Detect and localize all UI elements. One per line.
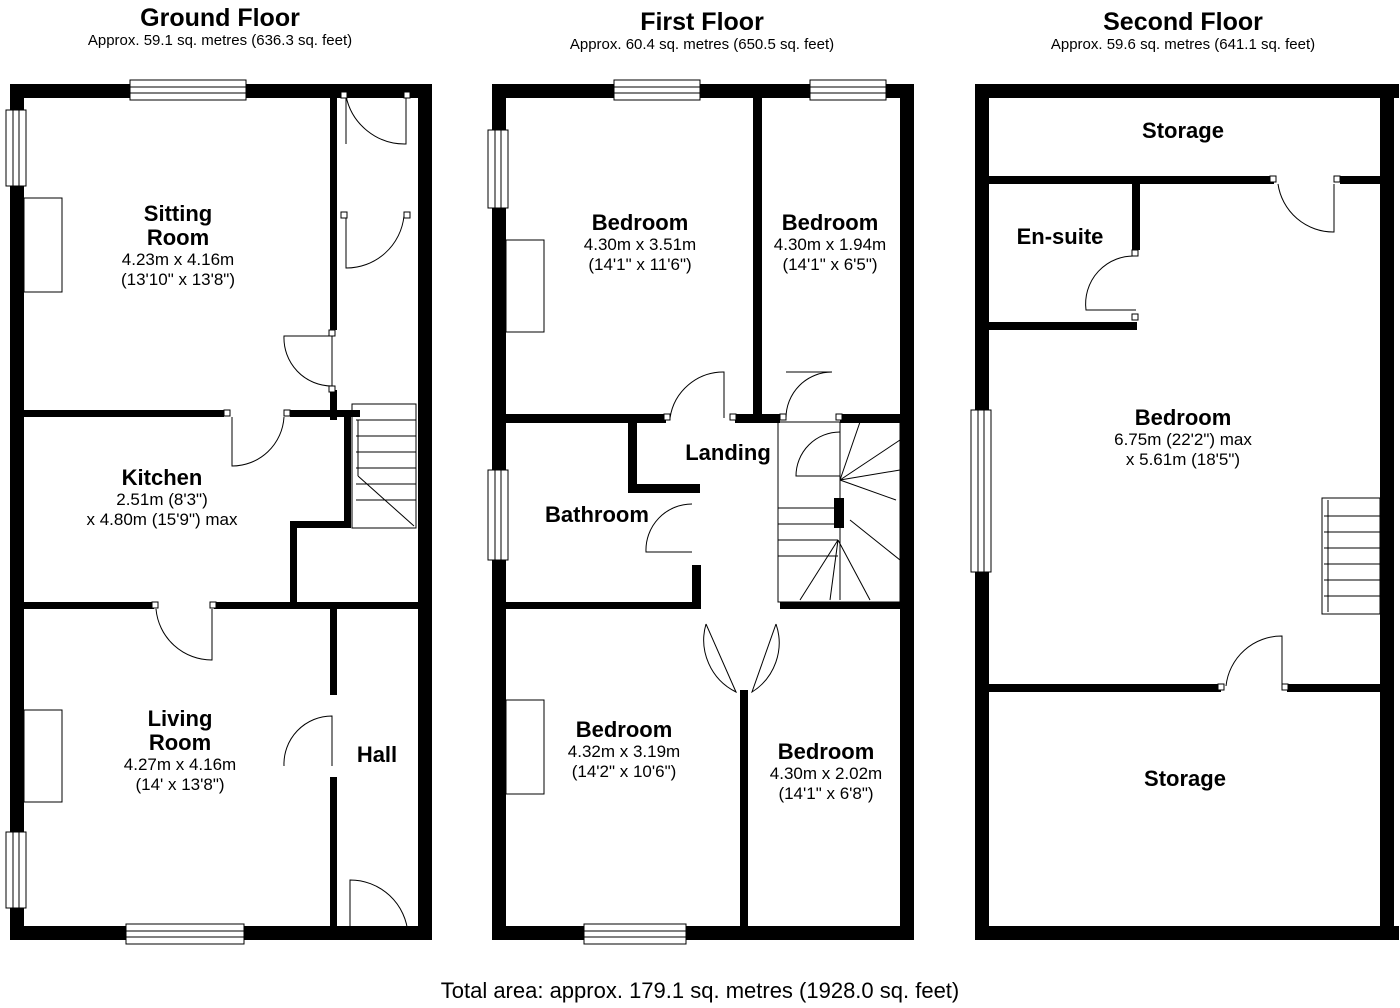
window-icon — [487, 129, 509, 209]
room-name: En-suite — [1016, 224, 1104, 249]
room-dimensions: 4.30m x 2.02m — [769, 764, 883, 783]
door-swing-arcs — [155, 95, 1335, 935]
room-label-sitting-room: Sitting Room 4.23m x 4.16m (13'10" x 13'… — [78, 202, 278, 290]
room-dimensions: (14'1" x 6'8") — [778, 784, 874, 803]
room-label-storage-bottom: Storage — [1102, 767, 1268, 791]
ground-floor-heading: Ground Floor Approx. 59.1 sq. metres (63… — [40, 4, 400, 50]
first-floor-heading: First Floor Approx. 60.4 sq. metres (650… — [522, 8, 882, 54]
room-dimensions: (13'10" x 13'8") — [120, 270, 235, 289]
room-label-bedroom-4: Bedroom 4.30m x 2.02m (14'1" x 6'8") — [754, 740, 898, 804]
room-name: Storage — [1144, 766, 1226, 791]
window-icon — [129, 79, 247, 101]
room-dimensions: 2.51m (8'3") — [116, 490, 208, 509]
room-name: Bedroom — [781, 210, 879, 235]
window-icon — [613, 79, 701, 101]
room-dimensions: (14'2" x 10'6") — [571, 762, 677, 781]
room-label-bedroom-1: Bedroom 4.30m x 3.51m (14'1" x 11'6") — [540, 211, 740, 275]
room-dimensions: 4.30m x 1.94m — [773, 235, 887, 254]
room-name: Bedroom — [777, 739, 875, 764]
room-dimensions: x 4.80m (15'9") max — [86, 510, 238, 529]
room-label-en-suite: En-suite — [996, 225, 1124, 249]
total-area-caption: Total area: approx. 179.1 sq. metres (19… — [440, 978, 960, 1003]
floor-area: Approx. 60.4 sq. metres (650.5 sq. feet) — [569, 36, 835, 53]
second-floor-heading: Second Floor Approx. 59.6 sq. metres (64… — [1003, 8, 1363, 54]
chimney-breast-outlines — [23, 197, 545, 803]
window-icon — [487, 469, 509, 561]
window-icon — [583, 923, 687, 945]
room-dimensions: 6.75m (22'2") max — [1114, 430, 1252, 449]
window-icon — [809, 79, 887, 101]
room-dimensions: 4.23m x 4.16m — [121, 250, 235, 269]
room-name: Kitchen — [121, 465, 203, 490]
room-label-kitchen: Kitchen 2.51m (8'3") x 4.80m (15'9") max — [52, 466, 272, 530]
staircase-first — [777, 421, 901, 603]
window-icon — [125, 923, 245, 945]
staircase-second — [1321, 497, 1381, 615]
room-name: Bedroom — [1134, 405, 1232, 430]
room-name: Bathroom — [545, 502, 649, 527]
room-dimensions: (14' x 13'8") — [135, 775, 225, 794]
room-name: Living — [147, 706, 213, 731]
door-jamb-marks — [151, 91, 1341, 691]
room-name: Room — [146, 225, 210, 250]
second-floor-walls — [975, 84, 1399, 940]
room-name: Bedroom — [575, 717, 673, 742]
room-dimensions: (14'1" x 6'5") — [782, 255, 878, 274]
floor-title: First Floor — [640, 8, 764, 36]
room-label-storage-top: Storage — [1100, 119, 1266, 143]
room-label-landing: Landing — [668, 441, 788, 465]
room-name: Landing — [685, 440, 771, 465]
window-icon — [5, 109, 27, 187]
room-label-bedroom-2: Bedroom 4.30m x 1.94m (14'1" x 6'5") — [762, 211, 898, 275]
room-name: Hall — [356, 742, 398, 767]
room-label-bedroom-3: Bedroom 4.32m x 3.19m (14'2" x 10'6") — [524, 718, 724, 782]
room-name: Room — [148, 730, 212, 755]
ground-floor-walls — [10, 84, 432, 940]
floor-area: Approx. 59.1 sq. metres (636.3 sq. feet) — [87, 32, 353, 49]
window-icon — [5, 831, 27, 909]
floor-title: Ground Floor — [140, 4, 300, 32]
window-icons — [5, 79, 992, 945]
room-label-bathroom: Bathroom — [530, 503, 664, 527]
room-dimensions: (14'1" x 11'6") — [588, 255, 692, 274]
room-label-hall: Hall — [338, 743, 416, 767]
window-icon — [970, 409, 992, 573]
room-name: Bedroom — [591, 210, 689, 235]
room-dimensions: 4.32m x 3.19m — [567, 742, 681, 761]
floor-area: Approx. 59.6 sq. metres (641.1 sq. feet) — [1050, 36, 1316, 53]
room-dimensions: x 5.61m (18'5") — [1125, 450, 1241, 469]
room-name: Storage — [1142, 118, 1224, 143]
room-label-bedroom: Bedroom 6.75m (22'2") max x 5.61m (18'5"… — [1078, 406, 1288, 470]
room-dimensions: 4.30m x 3.51m — [583, 235, 697, 254]
room-label-living-room: Living Room 4.27m x 4.16m (14' x 13'8") — [80, 707, 280, 795]
floor-title: Second Floor — [1103, 8, 1263, 36]
room-dimensions: 4.27m x 4.16m — [123, 755, 237, 774]
room-name: Sitting — [143, 201, 213, 226]
staircase-ground — [351, 403, 417, 529]
